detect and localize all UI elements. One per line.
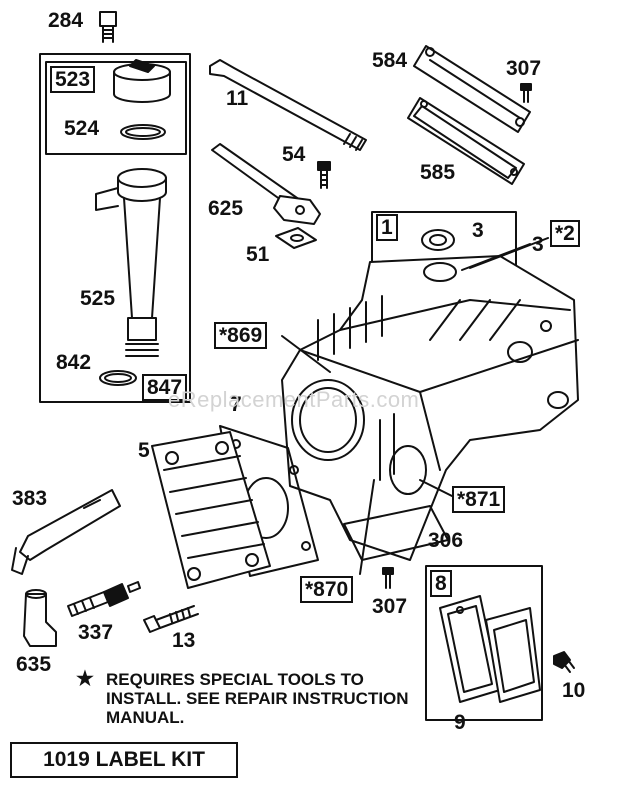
callout-871: *871 [452, 486, 506, 513]
callout-307-top: 307 [506, 57, 542, 80]
part-307-screw-bottom [382, 567, 394, 589]
callout-5: 5 [138, 439, 150, 462]
part-585-gasket [407, 97, 525, 185]
leader-line-869 [281, 335, 331, 373]
callout-383: 383 [12, 487, 48, 510]
cylinder-block [281, 255, 579, 561]
callout-3-seal: 3 [472, 219, 484, 242]
special-tools-note: ★ REQUIRES SPECIAL TOOLS TO INSTALL. SEE… [76, 668, 416, 727]
callout-337: 337 [78, 621, 114, 644]
part-337-spark-plug [67, 581, 141, 617]
part-635-boot [23, 589, 57, 647]
special-tools-text: REQUIRES SPECIAL TOOLS TO INSTALL. SEE R… [106, 670, 409, 727]
part-383-wrench [11, 489, 121, 575]
part-523-dipstick-cap [113, 59, 171, 103]
part-524-o-ring [120, 124, 166, 140]
leader-line-871 [419, 479, 453, 497]
part-3-seal [421, 229, 455, 251]
part-525-dipstick-tube [95, 168, 167, 357]
star-icon: ★ [76, 668, 94, 690]
callout-2: *2 [550, 220, 580, 247]
leader-line-3 [461, 243, 531, 271]
leader-line-870 [359, 479, 375, 575]
callout-523: 523 [50, 66, 96, 93]
callout-306: 306 [428, 529, 464, 552]
callout-870: *870 [300, 576, 354, 603]
callout-524: 524 [64, 117, 100, 140]
part-842-o-ring [99, 370, 137, 386]
dipstick-assembly-frame [39, 53, 191, 403]
part-51-gasket [275, 227, 317, 249]
part-284-screw [99, 11, 117, 43]
callout-7: 7 [230, 393, 242, 416]
callout-11: 11 [226, 87, 249, 110]
part-306-gasket-plate [343, 505, 449, 561]
callout-307-bottom: 307 [372, 595, 408, 618]
part-584-cover [413, 45, 531, 133]
callout-869: *869 [214, 322, 268, 349]
callout-847: 847 [142, 374, 188, 401]
callout-842: 842 [56, 351, 92, 374]
callout-284: 284 [48, 9, 84, 32]
watermark: eReplacementParts.com [168, 387, 420, 412]
callout-8: 8 [430, 570, 452, 597]
part-54-screw [317, 161, 331, 189]
callout-10: 10 [562, 679, 586, 702]
callout-585: 585 [420, 161, 456, 184]
callout-54: 54 [282, 143, 306, 166]
callout-3-right: 3 [532, 233, 544, 256]
callout-625: 625 [208, 197, 244, 220]
part-625-breather-tube [211, 143, 321, 225]
kit-8-frame [425, 565, 543, 721]
part-307-screw-top [520, 83, 532, 103]
part-11-tube [209, 59, 367, 151]
callout-51: 51 [246, 243, 270, 266]
callout-635: 635 [16, 653, 52, 676]
label-kit-box: 1019 LABEL KIT [10, 742, 238, 778]
callout-13: 13 [172, 629, 196, 652]
part-8-breather-cover [485, 607, 541, 703]
part-5-cylinder-head [151, 431, 271, 589]
callout-584: 584 [372, 49, 408, 72]
part-10-screw [553, 651, 575, 673]
callout-9: 9 [454, 711, 466, 734]
part-13-bolt [143, 605, 199, 633]
callout-525: 525 [80, 287, 116, 310]
callout-1: 1 [376, 214, 398, 241]
kit-523-524-frame [45, 61, 187, 155]
